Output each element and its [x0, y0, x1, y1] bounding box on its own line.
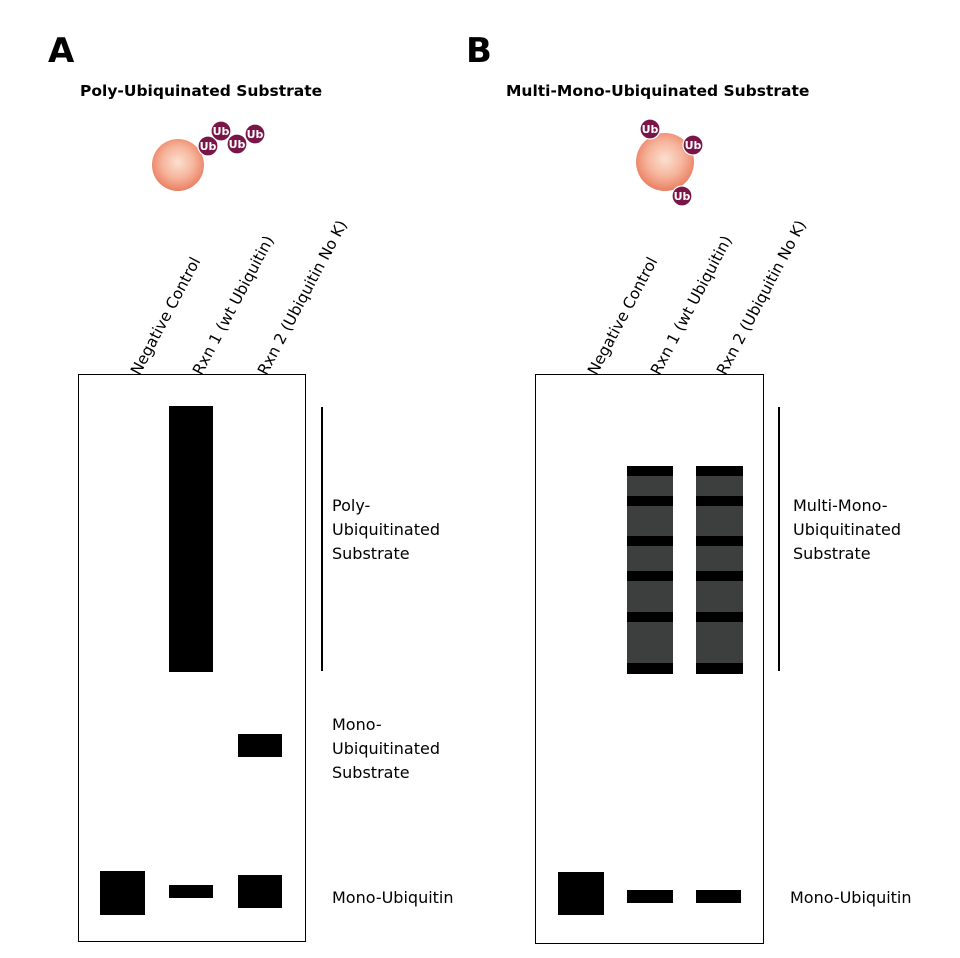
panel-a-letter: A: [48, 31, 75, 71]
ladder-band: [696, 612, 743, 622]
poly-ubiquitinated-substrate-glyph: Ub Ub Ub Ub: [152, 120, 266, 191]
mono-ubiquitins: Ub Ub Ub: [639, 118, 704, 207]
poly-bracket-line: [321, 407, 323, 671]
ub-label: Ub: [642, 123, 659, 136]
mono-ubiquitin-band-rxn1: [169, 885, 213, 898]
mono-ubiquitin-band-rxn2: [238, 875, 282, 908]
ladder-band: [627, 496, 673, 506]
ub-label: Ub: [229, 138, 246, 151]
ub-label: Ub: [685, 139, 702, 152]
ub-label: Ub: [247, 128, 264, 141]
mono-ubiquitin-band-negative: [558, 872, 604, 915]
mono-ubiquitin-band-rxn1: [627, 890, 673, 903]
ladder-band: [696, 663, 743, 674]
ub-label: Ub: [674, 190, 691, 203]
mono-ubiquitin-band-negative: [100, 871, 145, 915]
substrate-circle: [636, 133, 694, 191]
ub-label: Ub: [200, 140, 217, 153]
ladder-band: [627, 536, 673, 546]
mono-ubiquitin-label-b: Mono-Ubiquitin: [790, 888, 912, 907]
substrate-circle: [152, 139, 204, 191]
lane-label-negative-control: Negative Control: [127, 254, 205, 378]
ladder-band: [696, 466, 743, 476]
panel-b-letter: B: [466, 31, 492, 71]
lane-label-negative-control: Negative Control: [584, 254, 662, 378]
ladder-band: [627, 571, 673, 581]
panel-a-title: Poly-Ubiquinated Substrate: [80, 82, 323, 100]
mono-ubiquitinated-substrate-band: [238, 734, 282, 757]
ladder-band: [627, 663, 673, 674]
ubiquitin-chain: Ub Ub Ub Ub: [197, 120, 266, 157]
multi-bracket-line: [778, 407, 780, 671]
ladder-band: [696, 496, 743, 506]
ub-label: Ub: [213, 125, 230, 138]
multi-mono-ubiquitinated-substrate-label: Multi-Mono- Ubiquitinated Substrate: [793, 496, 901, 563]
poly-ubiquitinated-substrate-label: Poly- Ubiquitinated Substrate: [332, 496, 440, 563]
ladder-band: [627, 612, 673, 622]
ladder-band: [696, 571, 743, 581]
poly-ubiquitin-smear-band: [169, 406, 213, 672]
panel-b-title: Multi-Mono-Ubiquinated Substrate: [506, 82, 810, 100]
mono-ubiquitin-label-a: Mono-Ubiquitin: [332, 888, 454, 907]
mono-ubiquitin-band-rxn2: [696, 890, 741, 903]
mono-ubiquitinated-substrate-label: Mono- Ubiquitinated Substrate: [332, 715, 440, 782]
ladder-band: [696, 536, 743, 546]
multi-mono-ubiquitinated-substrate-glyph: Ub Ub Ub: [636, 118, 704, 207]
ladder-band: [627, 466, 673, 476]
